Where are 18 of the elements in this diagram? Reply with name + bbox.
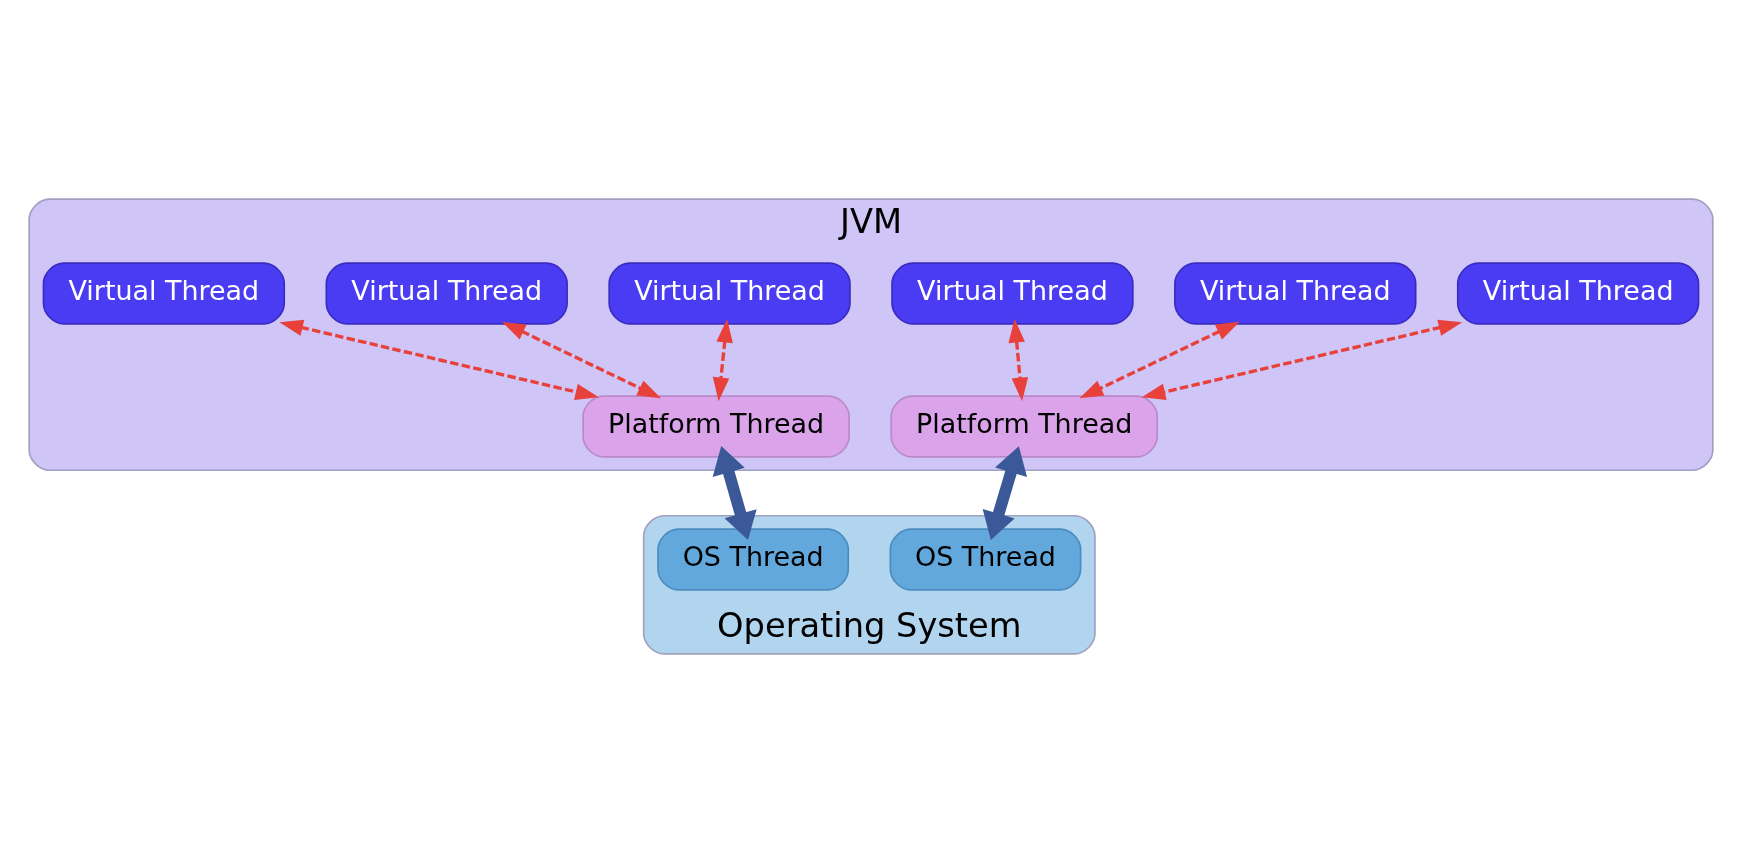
arrow — [501, 321, 662, 399]
node-box: Virtual Thread — [608, 262, 851, 325]
node-box: OS Thread — [889, 528, 1082, 591]
node-box: Virtual Thread — [1456, 262, 1700, 325]
arrow — [1079, 321, 1240, 399]
node-box: Virtual Thread — [42, 262, 286, 325]
node-box: Virtual Thread — [325, 262, 568, 325]
node-box: Platform Thread — [582, 395, 850, 458]
arrow — [982, 446, 1028, 540]
node-box: Platform Thread — [890, 395, 1159, 458]
node-box: OS Thread — [657, 528, 850, 591]
arrow — [712, 318, 733, 402]
arrow — [279, 319, 599, 400]
arrow — [1141, 319, 1463, 400]
arrow — [1008, 318, 1029, 402]
node-box: Virtual Thread — [891, 262, 1134, 325]
node-box: Virtual Thread — [1174, 262, 1417, 325]
arrow — [712, 446, 757, 540]
